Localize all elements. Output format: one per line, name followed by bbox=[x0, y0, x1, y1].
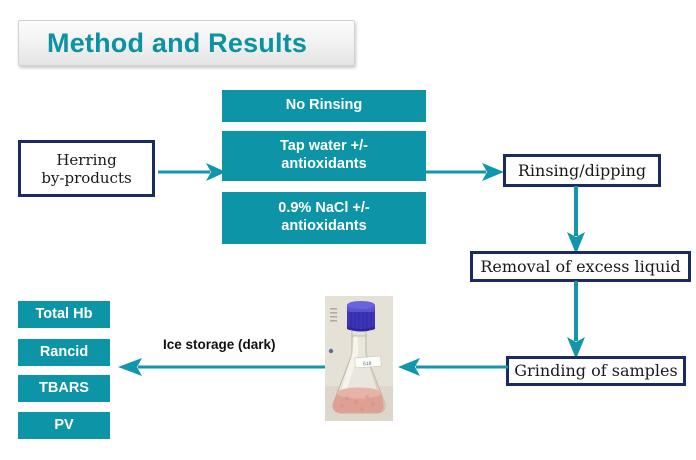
analysis-label-text: Total Hb bbox=[35, 305, 93, 322]
herring-line-1: Herring bbox=[56, 150, 117, 169]
arrow-removal-to-grinding bbox=[567, 281, 585, 359]
arrow-herring-to-treatments bbox=[158, 163, 226, 181]
flow-node-removal-of-excess-liquid: Removal of excess liquid bbox=[470, 251, 691, 282]
herring-line-2: by-products bbox=[41, 168, 132, 187]
arrow-storage-to-analyses bbox=[118, 358, 328, 376]
analysis-label-rancid: Rancid bbox=[18, 339, 110, 366]
flow-node-label: Grinding of samples bbox=[514, 361, 678, 381]
flow-node-label: Removal of excess liquid bbox=[480, 256, 681, 276]
flow-node-grinding-of-samples: Grinding of samples bbox=[506, 356, 686, 386]
flow-node-herring-byproducts: Herring by-products bbox=[18, 140, 155, 197]
analysis-label-text: Rancid bbox=[39, 343, 89, 360]
arrow-treatments-to-rinsing bbox=[426, 163, 504, 181]
flow-node-rinsing-dipping: Rinsing/dipping bbox=[503, 154, 661, 187]
flow-node-label: No Rinsing bbox=[285, 97, 363, 114]
flow-node-label: Rinsing/dipping bbox=[517, 160, 647, 180]
flask-photo: 518 bbox=[325, 296, 393, 421]
analysis-label-text: TBARS bbox=[39, 379, 89, 396]
page-title: Method and Results bbox=[47, 27, 308, 58]
arrow-grinding-to-storage bbox=[398, 358, 508, 376]
arrow-rinsing-to-removal bbox=[567, 186, 585, 254]
slide-title-box: Method and Results bbox=[18, 20, 355, 66]
analysis-label-tbars: TBARS bbox=[18, 375, 110, 402]
analysis-label-total-hb: Total Hb bbox=[18, 301, 110, 328]
flow-node-label: 0.9% NaCl +/-antioxidants bbox=[278, 200, 370, 234]
flow-node-label: Tap water +/-antioxidants bbox=[280, 138, 368, 172]
analysis-label-text: PV bbox=[54, 416, 74, 433]
flow-node-nacl: 0.9% NaCl +/-antioxidants bbox=[222, 192, 426, 244]
flow-node-no-rinsing: No Rinsing bbox=[222, 90, 426, 122]
flow-node-tap-water: Tap water +/-antioxidants bbox=[222, 131, 426, 181]
flow-node-label: Herring by-products bbox=[41, 151, 131, 187]
svg-text:518: 518 bbox=[363, 361, 372, 368]
analysis-label-pv: PV bbox=[18, 412, 110, 439]
ice-storage-label: Ice storage (dark) bbox=[163, 337, 276, 352]
